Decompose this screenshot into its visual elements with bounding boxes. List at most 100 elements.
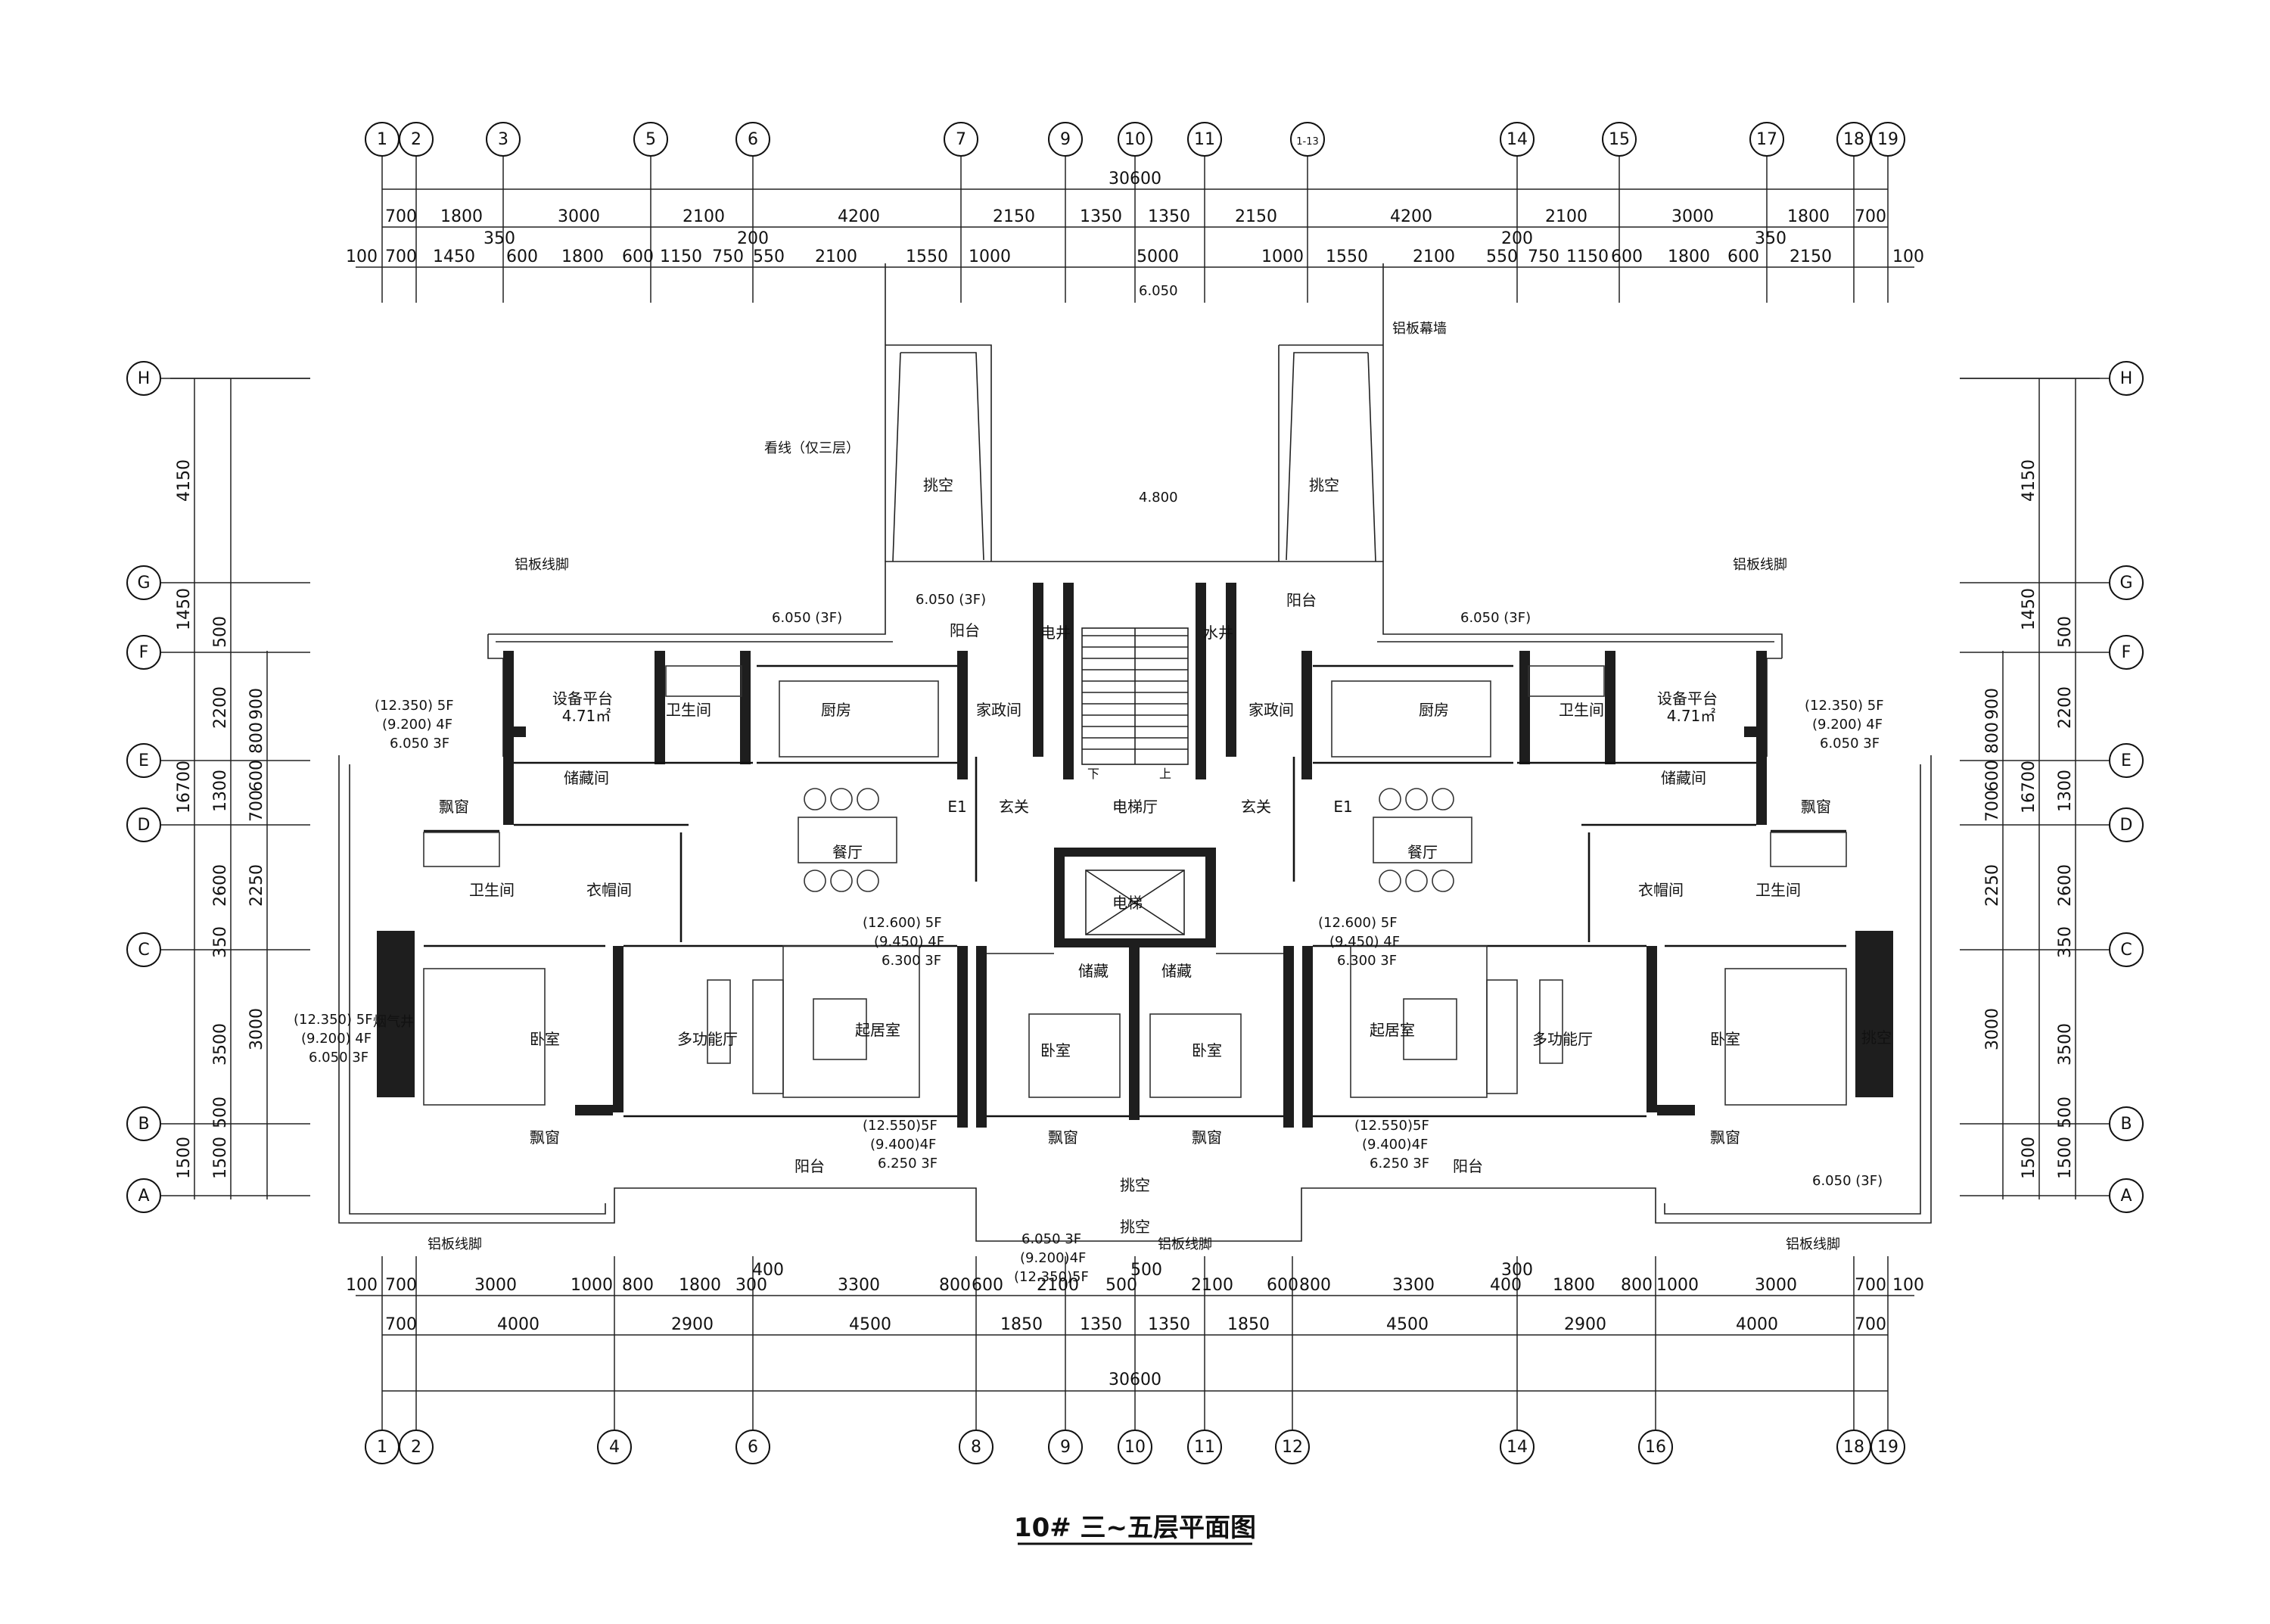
grid-bottom-11: 11 bbox=[1187, 1430, 1222, 1464]
grid-top-14-label: 14 bbox=[1507, 130, 1528, 149]
drawing-title: 10# 三~五层平面图 bbox=[1014, 1513, 1256, 1543]
grid-top-9: 9 bbox=[1048, 122, 1083, 157]
label-dining-left: 餐厅 bbox=[832, 843, 863, 861]
grid-bottom-1-label: 1 bbox=[377, 1438, 387, 1457]
elevator-shaft bbox=[1085, 870, 1185, 935]
label-overhang-top-right: 挑空 bbox=[1309, 476, 1339, 494]
dim-left-inner-2: 1300 bbox=[211, 770, 230, 812]
grid-top-17: 17 bbox=[1749, 122, 1784, 157]
grid-right-D-label: D bbox=[2120, 816, 2133, 835]
dim-top-row1-0: 700 bbox=[385, 207, 417, 226]
label-bay-right-bottom: 飘窗 bbox=[1710, 1128, 1740, 1146]
level-entry: 4.800 bbox=[1139, 490, 1178, 506]
label-unit-left: E1 bbox=[947, 798, 966, 816]
grid-left-D-label: D bbox=[138, 816, 151, 835]
grid-top-10: 10 bbox=[1118, 122, 1152, 157]
label-bath-right: 卫生间 bbox=[1755, 881, 1801, 899]
dim-bottom-row2-5: 1350 bbox=[1080, 1315, 1122, 1334]
dim-bottom-row2-3: 4500 bbox=[849, 1315, 891, 1334]
level-bottom-right: 6.050 (3F) bbox=[1812, 1173, 1883, 1189]
note-plinth-bottom-left: 铝板线脚 bbox=[428, 1237, 482, 1252]
dim-top-row2-3: 600 bbox=[506, 247, 538, 266]
level-living-right-1: (12.600) 5F bbox=[1318, 915, 1398, 931]
dim-right-inner-6: 500 bbox=[2056, 1097, 2075, 1128]
dim-top-mid-1: 200 bbox=[737, 229, 769, 248]
label-living-left: 起居室 bbox=[855, 1021, 900, 1039]
label-kitchen-left: 厨房 bbox=[821, 701, 851, 719]
dim-right-detail-1: 800 bbox=[1983, 722, 2002, 754]
grid-top-7-label: 7 bbox=[956, 130, 966, 149]
grid-top-9-label: 9 bbox=[1060, 130, 1071, 149]
dim-top-row2-13: 1000 bbox=[1261, 247, 1304, 266]
level-bay-1: (12.350) 5F bbox=[294, 1012, 373, 1028]
level-center-1: 6.050 3F bbox=[1022, 1231, 1081, 1247]
grid-left-H: H bbox=[126, 361, 161, 396]
grid-right-B-label: B bbox=[2120, 1115, 2132, 1134]
dim-bottom-row2-11: 700 bbox=[1855, 1315, 1886, 1334]
grid-top-6-label: 6 bbox=[748, 130, 758, 149]
dim-bottom-row2-2: 2900 bbox=[671, 1315, 714, 1334]
level-living-left-2: (9.450) 4F bbox=[874, 934, 944, 950]
label-bedroom-right: 卧室 bbox=[1710, 1030, 1740, 1048]
grid-top-15: 15 bbox=[1602, 122, 1637, 157]
grid-left-C-label: C bbox=[138, 941, 149, 960]
dim-top-row1-4: 4200 bbox=[838, 207, 880, 226]
label-stair-up: 上 bbox=[1159, 767, 1171, 781]
label-bedroom-center-right: 卧室 bbox=[1192, 1041, 1222, 1059]
grid-top-11-label: 11 bbox=[1194, 130, 1215, 149]
dim-top-row2-4: 1800 bbox=[561, 247, 604, 266]
grid-left-E: E bbox=[126, 743, 161, 778]
dim-left-inner-6: 500 bbox=[211, 1097, 230, 1128]
grid-bottom-8: 8 bbox=[959, 1430, 994, 1464]
grid-right-H: H bbox=[2109, 361, 2144, 396]
label-flue: 烟气井 bbox=[373, 1014, 414, 1030]
dim-left-inner-7: 1500 bbox=[211, 1137, 230, 1179]
level-living-right-2: (9.450) 4F bbox=[1329, 934, 1400, 950]
dim-right-detail-4: 2250 bbox=[1983, 864, 2002, 907]
grid-top-17-label: 17 bbox=[1756, 130, 1777, 149]
level-equip-left-3: 6.050 3F bbox=[390, 736, 449, 751]
dim-left-detail-2: 600 bbox=[247, 760, 266, 792]
stairs bbox=[1081, 627, 1189, 765]
dim-bottom-row1-19: 1000 bbox=[1656, 1276, 1699, 1295]
dim-top-row2-8: 550 bbox=[753, 247, 785, 266]
label-bath-top-left: 卫生间 bbox=[666, 701, 711, 719]
note-curtain-wall: 铝板幕墙 bbox=[1392, 321, 1447, 337]
label-bay-left-bottom: 飘窗 bbox=[530, 1128, 560, 1146]
dim-right-inner-1: 2200 bbox=[2056, 686, 2075, 729]
dim-top-row2-12: 5000 bbox=[1137, 247, 1179, 266]
level-bay-3: 6.050 3F bbox=[309, 1050, 368, 1066]
label-bay-center-right: 飘窗 bbox=[1192, 1128, 1222, 1146]
grid-bottom-12-label: 12 bbox=[1282, 1438, 1303, 1457]
grid-bottom-4: 4 bbox=[597, 1430, 632, 1464]
label-bedroom-left: 卧室 bbox=[530, 1030, 560, 1048]
dim-top-row1-2: 3000 bbox=[558, 207, 600, 226]
level-living-right-3: 6.300 3F bbox=[1337, 953, 1397, 969]
grid-right-D: D bbox=[2109, 807, 2144, 842]
grid-top-11: 11 bbox=[1187, 122, 1222, 157]
grid-top-1-label: 1 bbox=[377, 130, 387, 149]
dim-top-row2-11: 1000 bbox=[969, 247, 1011, 266]
dim-top-row2-2: 1450 bbox=[433, 247, 475, 266]
note-sightline: 看线（仅三层） bbox=[764, 440, 860, 456]
dim-top-mid-0: 350 bbox=[484, 229, 515, 248]
grid-right-H-label: H bbox=[2120, 369, 2133, 388]
dim-bottom-row1-9: 600 bbox=[972, 1276, 1003, 1295]
dim-top-row1-12: 1800 bbox=[1787, 207, 1830, 226]
level-top: 6.050 bbox=[1139, 283, 1178, 299]
dim-right-detail-3: 700 bbox=[1983, 790, 2002, 822]
dim-bottom-row1-7: 3300 bbox=[838, 1276, 880, 1295]
label-storage-left: 储藏间 bbox=[564, 769, 609, 787]
grid-top-2-label: 2 bbox=[411, 130, 421, 149]
dim-bottom-row2-7: 1850 bbox=[1227, 1315, 1270, 1334]
grid-top-3-label: 3 bbox=[498, 130, 508, 149]
dim-left-inner-1: 2200 bbox=[211, 686, 230, 729]
dim-bottom-row2-4: 1850 bbox=[1000, 1315, 1043, 1334]
grid-left-D: D bbox=[126, 807, 161, 842]
dim-top-row2-20: 1800 bbox=[1668, 247, 1710, 266]
building-outline bbox=[338, 263, 1932, 1242]
dim-right-outer-3: 1500 bbox=[2020, 1137, 2038, 1179]
dim-bottom-row1-12: 2100 bbox=[1191, 1276, 1233, 1295]
dim-bottom-mid-1: 500 bbox=[1130, 1261, 1162, 1280]
